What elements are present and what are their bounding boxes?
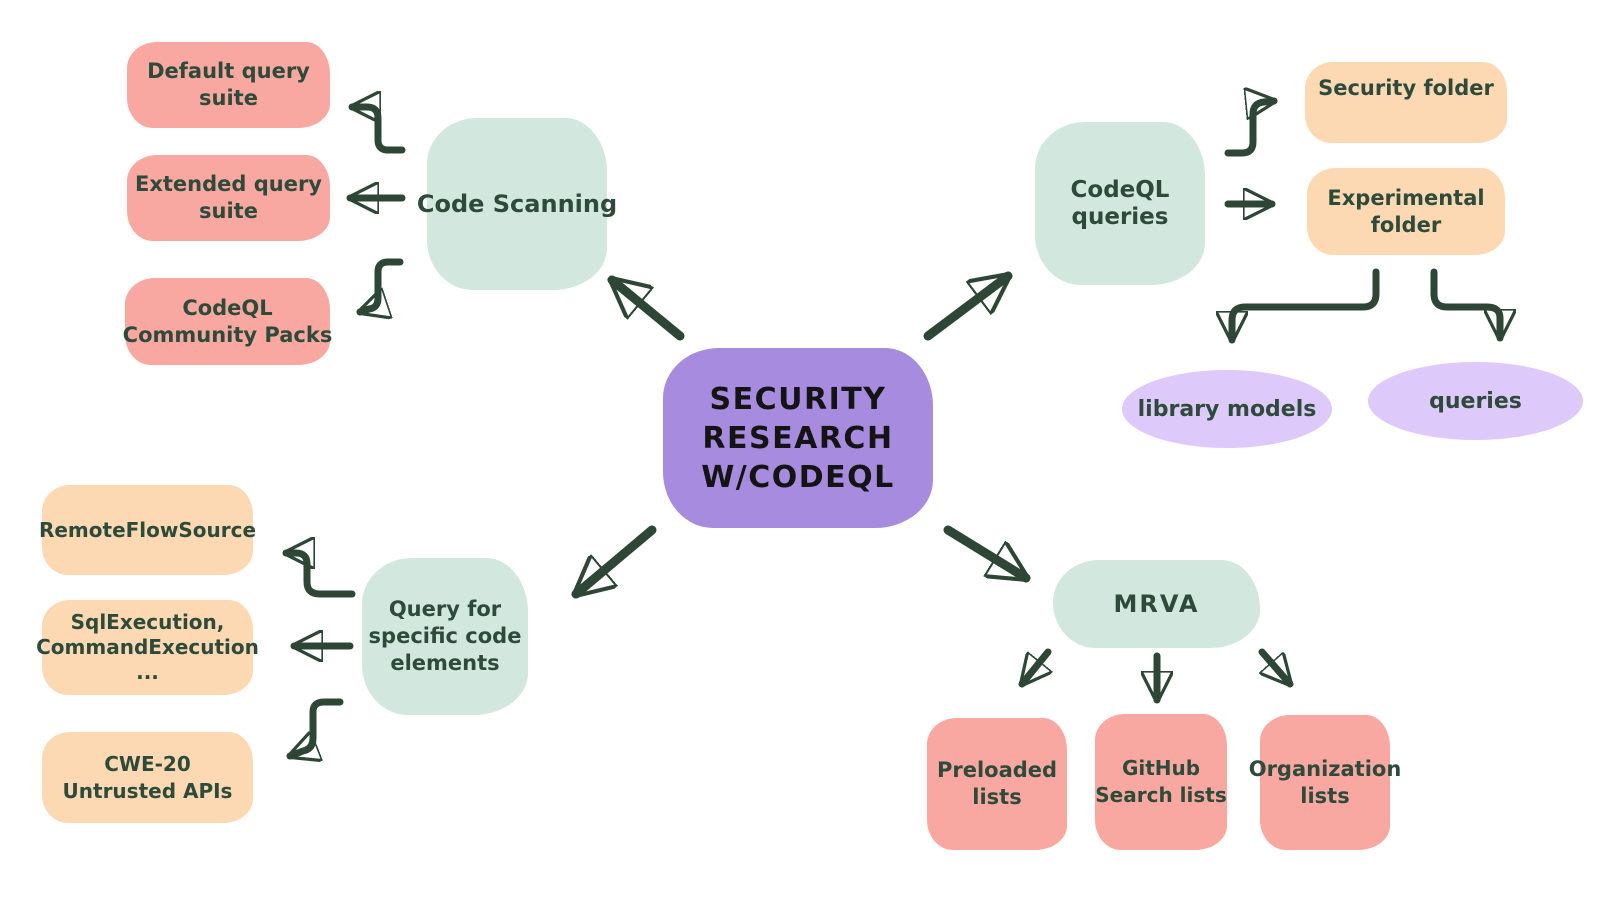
node-label-line: lists bbox=[972, 785, 1022, 809]
node-label-line: Default query bbox=[147, 59, 310, 83]
arrow-code-scanning-to-community-packs bbox=[360, 258, 404, 312]
node-label: Code Scanning bbox=[416, 189, 618, 218]
arrow-query-specific-to-remote-flow-source bbox=[282, 553, 356, 598]
node-label-line: specific code bbox=[368, 624, 522, 648]
node-label: Security folder bbox=[1318, 76, 1494, 100]
node-sql-command-execution[interactable]: SqlExecution, CommandExecution ... bbox=[36, 600, 259, 695]
node-label-line: CodeQL bbox=[1070, 176, 1170, 203]
node-extended-query-suite[interactable]: Extended query suite bbox=[127, 155, 330, 241]
node-preloaded-lists[interactable]: Preloaded lists bbox=[927, 718, 1067, 850]
node-label: queries bbox=[1429, 388, 1522, 414]
node-label-line: Untrusted APIs bbox=[62, 778, 233, 803]
node-label-line: CommandExecution bbox=[36, 635, 259, 659]
arrow-codeql-queries-to-security-folder bbox=[1224, 101, 1274, 157]
node-library-models[interactable]: library models bbox=[1122, 370, 1332, 448]
node-label: MRVA bbox=[1113, 589, 1200, 618]
node-label-line: CodeQL bbox=[182, 295, 273, 320]
arrow-center-to-mrva bbox=[943, 525, 1026, 583]
node-label-line: Community Packs bbox=[122, 322, 333, 347]
node-cwe-20-untrusted-apis[interactable]: CWE-20 Untrusted APIs bbox=[42, 732, 253, 823]
node-label-line: Search lists bbox=[1095, 783, 1227, 807]
node-label-line: Extended query bbox=[134, 172, 322, 196]
node-label-line: suite bbox=[199, 86, 258, 110]
node-label-line: folder bbox=[1370, 212, 1442, 237]
node-remote-flow-source[interactable]: RemoteFlowSource bbox=[38, 485, 257, 575]
node-label: library models bbox=[1137, 396, 1317, 422]
node-experimental-folder[interactable]: Experimental folder bbox=[1307, 168, 1505, 255]
node-label-line: lists bbox=[1300, 783, 1350, 808]
arrow-center-to-query-specific bbox=[576, 525, 657, 594]
node-github-search-lists[interactable]: GitHub Search lists bbox=[1095, 714, 1227, 850]
arrow-experimental-to-library-models bbox=[1232, 268, 1380, 344]
node-label-line: Organization bbox=[1248, 756, 1402, 781]
node-label-line: suite bbox=[199, 199, 258, 223]
node-security-research-w-codeql[interactable]: SECURITY RESEARCH W/CODEQL bbox=[663, 348, 933, 528]
center-title-line: W/CODEQL bbox=[701, 459, 895, 495]
node-mrva[interactable]: MRVA bbox=[1053, 560, 1260, 648]
arrow-experimental-to-queries bbox=[1430, 268, 1500, 342]
node-label-line: elements bbox=[390, 651, 500, 675]
node-label-line: CWE-20 bbox=[104, 751, 191, 776]
node-label-line: Experimental bbox=[1327, 185, 1485, 210]
arrow-query-specific-to-cwe20 bbox=[290, 698, 344, 756]
node-code-scanning[interactable]: Code Scanning bbox=[417, 118, 617, 290]
arrow-center-to-codeql-queries bbox=[923, 276, 1008, 341]
arrow-mrva-to-organization-lists bbox=[1258, 648, 1290, 684]
node-query-for-specific-code-elements[interactable]: Query for specific code elements bbox=[362, 558, 528, 715]
node-organization-lists[interactable]: Organization lists bbox=[1249, 715, 1401, 850]
node-label-line: SqlExecution, bbox=[70, 610, 225, 634]
node-label-line: Query for bbox=[388, 597, 502, 621]
arrow-mrva-to-preloaded-lists bbox=[1022, 648, 1048, 684]
node-label-line: ... bbox=[136, 660, 159, 684]
center-title-line: SECURITY bbox=[709, 381, 887, 417]
node-security-folder[interactable]: Security folder bbox=[1305, 62, 1507, 143]
node-label-line: GitHub bbox=[1121, 756, 1201, 780]
arrow-code-scanning-to-default-suite bbox=[348, 107, 406, 154]
node-label-line: queries bbox=[1071, 203, 1169, 230]
node-queries[interactable]: queries bbox=[1368, 362, 1583, 440]
node-default-query-suite[interactable]: Default query suite bbox=[127, 42, 330, 128]
arrow-center-to-code-scanning bbox=[612, 280, 685, 341]
node-label: RemoteFlowSource bbox=[38, 517, 257, 542]
node-label-line: Preloaded bbox=[936, 758, 1058, 782]
center-title-line: RESEARCH bbox=[702, 420, 894, 456]
node-codeql-community-packs[interactable]: CodeQL Community Packs bbox=[122, 278, 333, 365]
node-codeql-queries[interactable]: CodeQL queries bbox=[1035, 122, 1205, 285]
